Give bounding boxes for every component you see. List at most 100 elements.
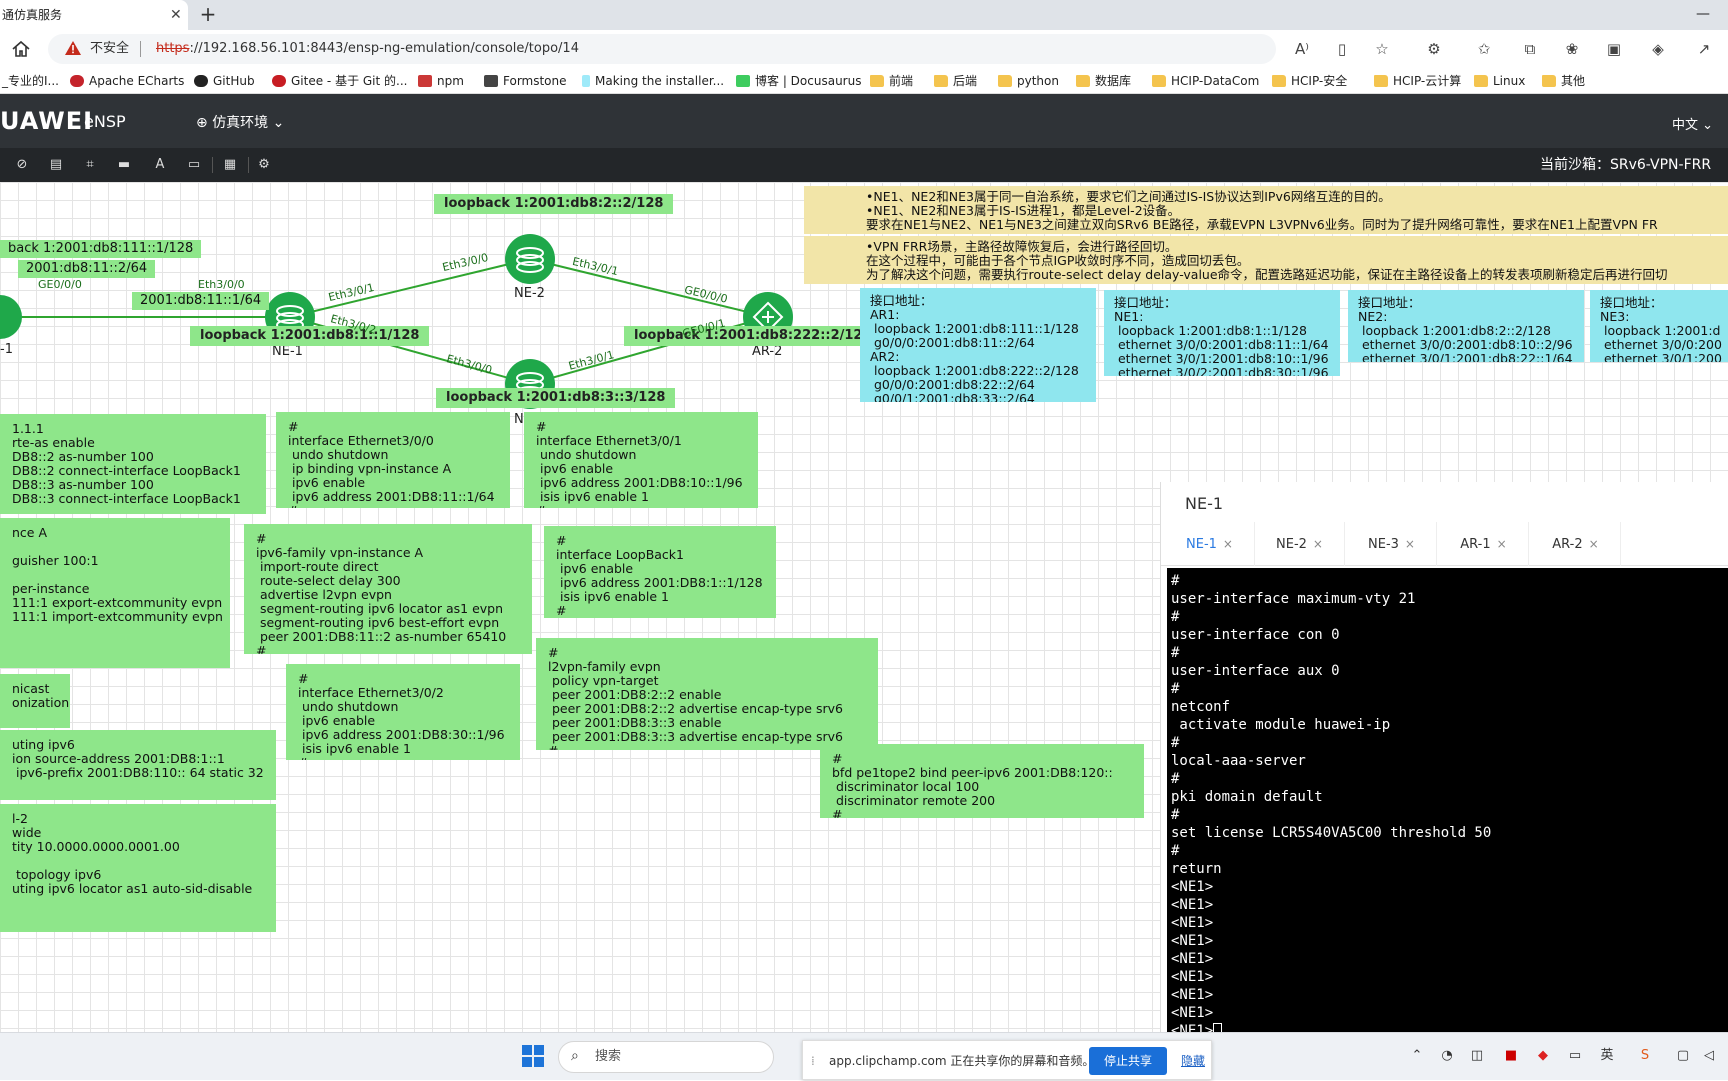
ar2-loopback-label[interactable]: loopback 1:2001:db8:222::2/128 — [624, 326, 882, 346]
tray-app-icon[interactable]: S — [1640, 1048, 1650, 1063]
bookmark-folder-13[interactable]: HCIP-安全 — [1272, 68, 1347, 94]
favorite-star-icon[interactable]: ☆ — [1375, 40, 1389, 58]
network-icon[interactable]: ▢ — [1676, 1048, 1690, 1063]
extensions-icon[interactable]: ⚙ — [1427, 40, 1441, 58]
volume-icon[interactable]: ◁ — [1704, 1048, 1714, 1063]
console-tab-ar2[interactable]: AR-2× — [1531, 522, 1621, 566]
close-icon[interactable]: × — [1312, 537, 1323, 551]
crop-icon[interactable]: ⌗ — [86, 157, 94, 172]
browser-tab[interactable]: 通仿真服务 ✕ — [0, 0, 188, 30]
tray-app-icon[interactable]: 英 — [1600, 1048, 1614, 1063]
bookmark-folder-15[interactable]: Linux — [1474, 68, 1525, 94]
console-tab-ne1[interactable]: NE-1× — [1165, 522, 1255, 566]
ne1-e300-ip-label[interactable]: 2001:db8:11::1/64 — [132, 292, 270, 310]
ar1-g0-ip-label[interactable]: 2001:db8:11::2/64 — [18, 260, 156, 278]
home-icon[interactable] — [10, 38, 32, 60]
drag-handle-icon[interactable]: ⁞ — [811, 1054, 815, 1068]
tray-app-icon[interactable]: ◔ — [1441, 1048, 1453, 1063]
bookmark-7[interactable]: 博客 | Docusaurus — [736, 68, 861, 94]
bookmark-folder-12[interactable]: HCIP-DataCom — [1152, 68, 1259, 94]
minimize-icon[interactable]: — — [1696, 6, 1710, 22]
taskbar-search[interactable]: ⌕ 搜索 — [558, 1041, 774, 1073]
bookmark-4[interactable]: npm — [418, 68, 464, 94]
bookmark-folder-9[interactable]: 后端 — [934, 68, 977, 94]
iface-box-ne3[interactable]: 接口地址： NE3: loopback 1:2001:d ethernet 3/… — [1590, 290, 1728, 362]
ne1-loopback-label[interactable]: loopback 1:2001:db8:1::1/128 — [190, 326, 430, 346]
config-l2vpn-evpn[interactable]: # l2vpn-family evpn policy vpn-target pe… — [536, 638, 878, 750]
ne3-loopback-label[interactable]: loopback 1:2001:db8:3::3/128 — [436, 388, 676, 408]
config-eth302[interactable]: # interface Ethernet3/0/2 undo shutdown … — [286, 664, 520, 760]
ne2-loopback-label[interactable]: loopback 1:2001:db8:2::2/128 — [434, 194, 674, 214]
browser-essentials-icon[interactable]: ◈ — [1652, 40, 1664, 58]
tray-app-icon[interactable]: ◆ — [1538, 1048, 1548, 1063]
bookmark-1[interactable]: Apache ECharts — [70, 68, 184, 94]
tray-app-icon[interactable]: ◫ — [1470, 1048, 1484, 1063]
tray-app-icon[interactable]: ▭ — [1568, 1048, 1582, 1063]
environment-menu[interactable]: ⊕ 仿真环境 ⌄ — [196, 112, 284, 132]
hide-link[interactable]: 隐藏 — [1181, 1054, 1206, 1068]
text-box-icon[interactable]: A — [155, 157, 165, 172]
extension-green-icon[interactable]: ❀ — [1565, 40, 1579, 58]
close-icon[interactable]: × — [1222, 537, 1233, 551]
console-tab-ar1[interactable]: AR-1× — [1439, 522, 1529, 566]
config-eth300[interactable]: # interface Ethernet3/0/0 undo shutdown … — [276, 412, 510, 508]
config-eth301[interactable]: # interface Ethernet3/0/1 undo shutdown … — [524, 412, 758, 508]
reader-view-icon[interactable]: ▯ — [1337, 40, 1347, 58]
config-segment-routing[interactable]: uting ipv6 ion source-address 2001:DB8:1… — [0, 730, 276, 800]
close-icon[interactable]: × — [1404, 537, 1415, 551]
bookmark-2[interactable]: GitHub — [194, 68, 255, 94]
config-ipv6-family-vpn[interactable]: # ipv6-family vpn-instance A import-rout… — [244, 524, 532, 654]
terminal-output[interactable]: # user-interface maximum-vty 21 # user-i… — [1167, 568, 1728, 1032]
tray-app-icon[interactable]: ■ — [1504, 1048, 1518, 1063]
url-text[interactable]: https://192.168.56.101:8443/ensp-ng-emul… — [156, 34, 579, 64]
grid-icon[interactable]: ▦ — [223, 157, 237, 172]
share-icon[interactable]: ↗ — [1697, 40, 1711, 58]
hide-eye-icon[interactable]: ⊘ — [16, 157, 28, 172]
console-tab-ne3[interactable]: NE-3× — [1347, 522, 1437, 566]
bookmark-folder-11[interactable]: 数据库 — [1076, 68, 1131, 94]
rectangle-icon[interactable]: ▬ — [117, 157, 131, 172]
config-bfd[interactable]: # bfd pe1tope2 bind peer-ipv6 2001:DB8:1… — [820, 744, 1144, 818]
chevron-up-icon[interactable]: ⌃ — [1411, 1048, 1423, 1063]
language-select[interactable]: 中文 ⌄ — [1672, 114, 1713, 133]
ar1-device[interactable] — [0, 295, 22, 339]
security-status[interactable]: 不安全 — [90, 41, 130, 56]
url-field[interactable]: 不安全 https://192.168.56.101:8443/ensp-ng-… — [48, 34, 1276, 64]
config-bgp-peers[interactable]: 1.1.1 rte-as enable DB8::2 as-number 100… — [0, 414, 266, 514]
extension-box-icon[interactable]: ▣ — [1606, 40, 1622, 58]
note-frr-scenario[interactable]: •VPN FRR场景，主路径故障恢复后，会进行路径回切。 在这个过程中，可能由于… — [804, 236, 1728, 284]
iface-box-ne2[interactable]: 接口地址： NE2: loopback 1:2001:db8:2::2/128 … — [1348, 290, 1584, 362]
config-vpn-instance[interactable]: nce A guisher 100:1 per-instance 111:1 e… — [0, 518, 230, 668]
iface-box-ar[interactable]: 接口地址： AR1: loopback 1:2001:db8:111::1/12… — [860, 288, 1096, 402]
iface-box-ne1[interactable]: 接口地址： NE1: loopback 1:2001:db8:1::1/128 … — [1104, 290, 1340, 376]
bookmark-folder-14[interactable]: HCIP-云计算 — [1374, 68, 1461, 94]
read-aloud-icon[interactable]: A⁾ — [1295, 40, 1309, 58]
bookmark-folder-8[interactable]: 前端 — [870, 68, 913, 94]
ne2-router-icon[interactable] — [505, 234, 555, 284]
bookmark-5[interactable]: Formstone — [484, 68, 567, 94]
ar1-loopback-label[interactable]: back 1:2001:db8:111::1/128 — [0, 240, 202, 258]
new-tab-button[interactable]: + — [199, 2, 217, 26]
close-icon[interactable]: × — [1588, 537, 1599, 551]
favorites-icon[interactable]: ✩ — [1477, 40, 1491, 58]
bookmark-folder-10[interactable]: python — [998, 68, 1059, 94]
notes-icon[interactable]: ▤ — [49, 157, 63, 172]
close-icon[interactable]: × — [1496, 537, 1507, 551]
windows-start-icon[interactable] — [522, 1045, 544, 1067]
settings-gear-icon[interactable]: ⚙ — [258, 157, 270, 172]
link-ne2-ar2[interactable] — [529, 258, 769, 318]
bookmark-0[interactable]: _专业的I... — [2, 68, 59, 94]
link-ne1-ne2[interactable] — [289, 258, 531, 318]
tab-close-icon[interactable]: ✕ — [170, 7, 182, 23]
bookmark-3[interactable]: Gitee - 基于 Git 的... — [272, 68, 407, 94]
bookmark-folder-16[interactable]: 其他 — [1542, 68, 1585, 94]
config-loopback1[interactable]: # interface LoopBack1 ipv6 enable ipv6 a… — [544, 526, 776, 618]
config-unicast[interactable]: nicast onization — [0, 674, 70, 728]
note-requirements[interactable]: •NE1、NE2和NE3属于同一自治系统，要求它们之间通过IS-IS协议达到IP… — [804, 186, 1728, 234]
console-tab-ne2[interactable]: NE-2× — [1255, 522, 1345, 566]
collections-icon[interactable]: ⧉ — [1524, 40, 1536, 58]
config-isis[interactable]: l-2 wide tity 10.0000.0000.0001.00 topol… — [0, 804, 276, 932]
print-icon[interactable]: ▭ — [187, 157, 201, 172]
bookmark-6[interactable]: Making the installer... — [582, 68, 724, 94]
stop-sharing-button[interactable]: 停止共享 — [1089, 1047, 1167, 1075]
